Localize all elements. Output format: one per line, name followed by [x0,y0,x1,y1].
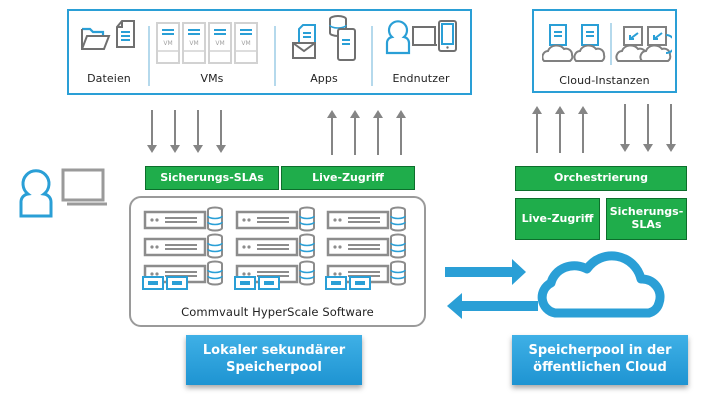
down-arrow [193,110,203,153]
vm-icon: VM [156,22,180,64]
cloud-instances-panel: Cloud-Instanzen [532,9,677,93]
server-node-icon [325,260,406,290]
svg-text:VM: VM [241,40,250,47]
pool-label-line: öffentlichen Cloud [533,360,667,375]
down-arrow [147,110,157,153]
sla-line: SLAs [631,218,662,231]
up-arrow [373,110,383,155]
cloud-instances-icon [542,23,672,65]
up-arrow [532,106,542,153]
pool-label-line: Speicherpool in der [528,343,672,359]
vm-icon: VM [182,22,206,64]
cloud-backup-sla-label: Sicherungs-SLAs [610,206,684,231]
server-node-icon [235,206,315,232]
vms-label: VMs [200,72,224,85]
sla-line: Sicherungs- [609,205,684,219]
vms-group: VM VM VM VM VMs [153,17,271,87]
svg-text:VM: VM [189,40,198,47]
server-node-icon [235,233,315,259]
apps-label: Apps [310,72,338,85]
server-node-icon [143,233,223,259]
files-group: Dateien [73,17,145,87]
divider [274,26,276,86]
orchestration-bar: Orchestrierung [515,166,687,191]
server-node-icon [234,260,315,290]
backup-sla-bar: Sicherungs-SLAs [145,166,279,190]
vm-icon: VM [234,22,258,64]
svg-text:VM: VM [215,40,224,47]
apps-group: Apps [279,11,369,87]
pool-label-line: Speicherpool [226,360,322,375]
transfer-arrow-left [447,293,538,319]
pool-label-line: Lokaler sekundärer [202,343,346,359]
server-node-icon [326,206,406,232]
apps-icon [292,15,356,61]
cloud-backup-sla-box: Sicherungs-SLAs [606,198,687,240]
cloud-icon [537,251,665,318]
down-arrow [620,104,630,152]
server-node-icon [143,206,223,232]
cloud-instances-label: Cloud-Instanzen [559,74,650,87]
admin-user-icon [19,168,107,218]
divider [371,26,373,86]
up-arrow [578,106,588,153]
up-arrow [350,110,360,155]
public-cloud-graphic [445,251,665,319]
folder-icon [81,27,111,50]
up-arrow [396,110,406,155]
down-arrow [216,110,226,153]
hyperscale-label: Commvault HyperScale Software [181,305,374,319]
down-arrow [666,104,676,152]
files-label: Dateien [87,72,131,85]
live-access-bar: Live-Zugriff [281,166,415,190]
server-node-icon [142,260,223,290]
vm-icon: VM [208,22,232,64]
up-arrow [555,106,565,153]
vm-stack-icon: VM VM VM VM [153,21,271,64]
server-grid [131,198,424,298]
up-arrow [327,110,337,155]
transfer-arrow-right [445,259,526,285]
end-users-group: Endnutzer [375,11,467,87]
down-arrow [170,110,180,153]
svg-text:VM: VM [163,40,172,47]
data-sources-panel: Dateien VM VM VM VM VMs [67,9,472,95]
down-arrow [643,104,653,152]
end-users-label: Endnutzer [392,72,450,85]
document-icon [116,20,135,48]
end-user-devices-icon [385,20,457,55]
divider [148,26,150,86]
server-node-icon [326,233,406,259]
hyperscale-panel: Commvault HyperScale Software [129,196,426,327]
cloud-live-access-box: Live-Zugriff [515,198,600,240]
